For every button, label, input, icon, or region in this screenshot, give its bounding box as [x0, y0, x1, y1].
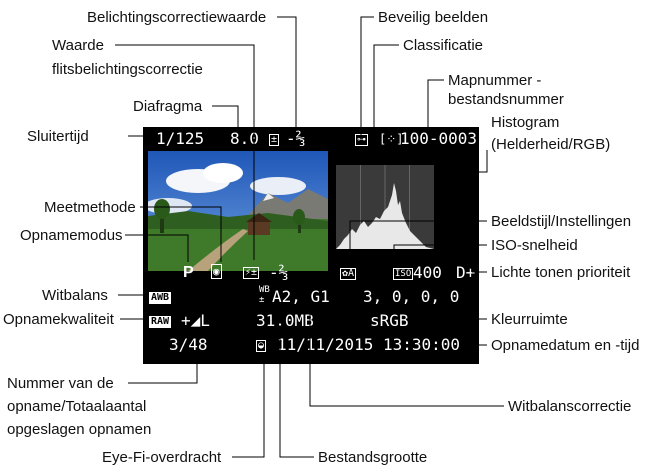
label-protect: Beveilig beelden [378, 9, 489, 26]
date-time: 11/11/2015 13:30:00 [277, 335, 461, 354]
raw-icon: RAW [149, 315, 172, 328]
label-image-quality: Opnamekwaliteit [3, 311, 114, 328]
label-flash-comp-line1: Waarde [52, 37, 104, 54]
label-picture-style: Beeldstijl/Instellingen [491, 213, 632, 230]
exposure-comp-icon: ± [269, 133, 280, 146]
flash-comp-value: -⅔ [269, 263, 289, 282]
star-rating-icon: [⁘] [379, 132, 404, 146]
label-file-size: Bestandsgrootte [318, 449, 428, 466]
shutter-speed: 1/125 [156, 129, 205, 148]
label-counter-line1: Nummer van de [7, 375, 114, 392]
file-size: 31.0MB [256, 311, 314, 330]
label-shooting-mode: Opnamemodus [20, 227, 123, 244]
picture-style-values: 3, 0, 0, 0 [363, 287, 460, 306]
jpeg-quality: +◢L [181, 311, 210, 330]
color-space: sRGB [370, 311, 409, 330]
image-counter: 3/48 [169, 335, 208, 354]
awb-icon: AWB [149, 291, 172, 304]
wb-shift-value: A2, G1 [272, 287, 330, 306]
label-iso: ISO-snelheid [491, 237, 578, 254]
label-counter-line3: opgeslagen opnamen [7, 421, 152, 438]
wb-shift-icon: WB± [259, 285, 270, 305]
label-folder-line1: Mapnummer - [448, 72, 542, 89]
shooting-mode: P [183, 264, 194, 281]
label-eyefi: Eye-Fi-overdracht [102, 449, 222, 466]
histogram [336, 165, 434, 249]
label-flash-comp-line2: flitsbelichtingscorrectie [52, 61, 203, 78]
label-folder-line2: bestandsnummer [448, 91, 564, 108]
label-counter-line2: opname/Totaalaantal [7, 398, 147, 415]
evaluative-metering-icon: ◉ [211, 264, 222, 279]
folder-file-number: 100-0003 [400, 129, 478, 148]
picture-style-icon: ✿A [340, 267, 357, 280]
camera-lcd-screen: 1/125 8.0 ± -⅔ ⊶ [⁘] 100-0003 P ◉ ⚡± -⅔ … [143, 127, 479, 364]
label-highlight-tone: Lichte tonen prioriteit [491, 264, 631, 281]
iso-badge: ISO [393, 267, 414, 280]
label-white-balance: Witbalans [42, 287, 108, 304]
label-exposure-compensation: Belichtingscorrectiewaarde [87, 9, 267, 26]
exposure-comp-value: -⅔ [286, 129, 306, 148]
label-color-space: Kleurruimte [491, 311, 568, 328]
wifi-icon: ◒ [256, 339, 267, 352]
highlight-tone-priority: D+ [456, 263, 476, 282]
aperture-value: 8.0 [230, 129, 259, 148]
label-aperture: Diafragma [133, 98, 203, 115]
label-date-time: Opnamedatum en -tijd [491, 337, 640, 354]
iso-value: 400 [413, 263, 442, 282]
flash-comp-icon: ⚡± [243, 266, 260, 279]
label-metering: Meetmethode [44, 199, 136, 216]
label-wb-correction: Witbalanscorrectie [508, 398, 632, 415]
label-rating: Classificatie [403, 37, 484, 54]
photo-thumbnail [148, 151, 328, 271]
label-histogram-line1: Histogram [491, 114, 560, 131]
label-histogram-line2: (Helderheid/RGB) [491, 136, 611, 153]
label-shutter-speed: Sluitertijd [27, 128, 89, 145]
